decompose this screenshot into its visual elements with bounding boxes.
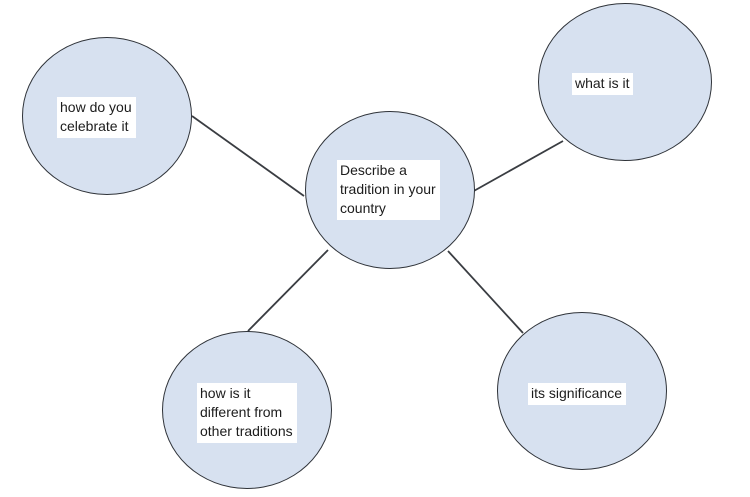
node-how-is-it-different-label: how is it different from other tradition… [197,383,297,443]
connector-center-to-top-left [191,115,305,197]
node-what-is-it-label: what is it [572,73,634,95]
node-how-do-you-celebrate: how do you celebrate it [22,37,192,195]
node-what-is-it: what is it [538,3,712,161]
connector-center-to-bottom-left [247,249,329,332]
node-describe-tradition: Describe a tradition in your country [305,111,475,269]
node-how-is-it-different: how is it different from other tradition… [162,331,332,489]
node-its-significance: its significance [497,312,667,470]
connector-center-to-top-right [471,140,564,193]
node-its-significance-label: its significance [528,383,627,405]
node-describe-tradition-label: Describe a tradition in your country [337,160,440,220]
connector-center-to-bottom-right [447,250,524,334]
node-how-do-you-celebrate-label: how do you celebrate it [57,97,136,138]
